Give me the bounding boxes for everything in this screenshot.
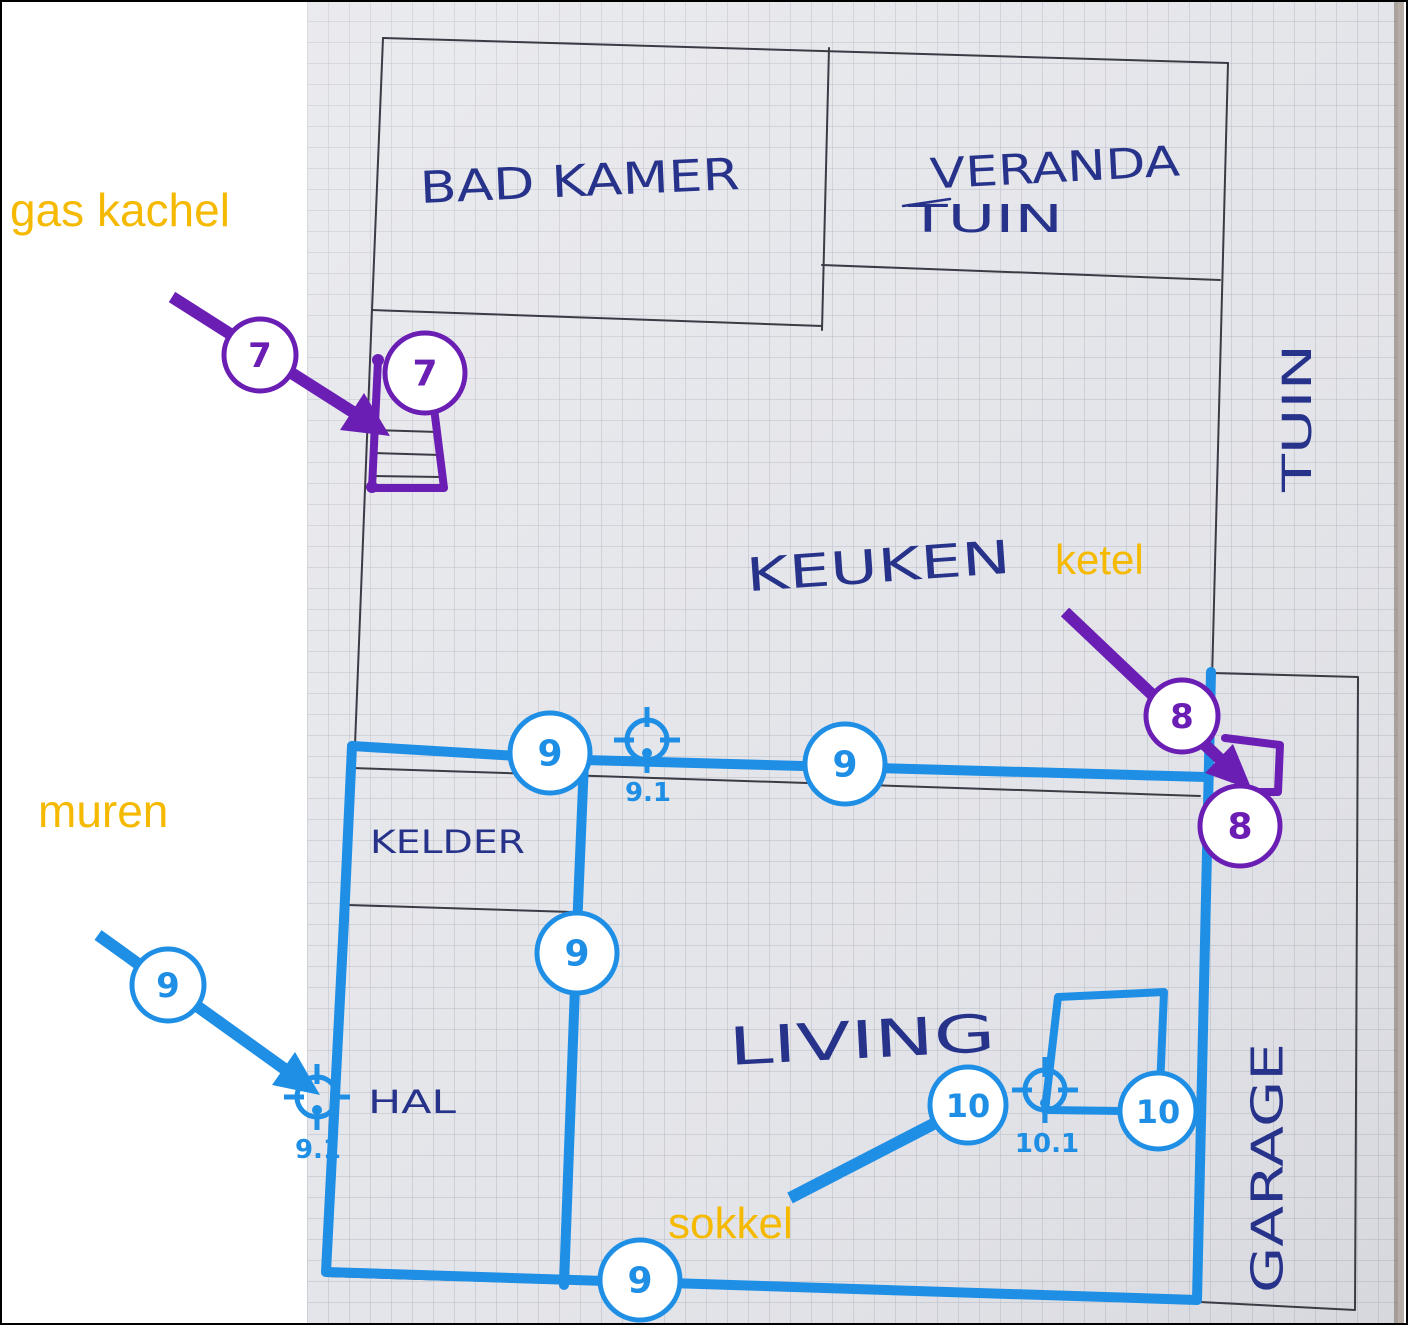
sokkel-outline xyxy=(1041,988,1168,1115)
marker-9: 9 xyxy=(597,1237,683,1323)
marker-9: 9 xyxy=(129,946,207,1024)
marker-8: 8 xyxy=(1143,677,1221,755)
annotation-sokkel: sokkel xyxy=(668,1199,793,1248)
graph-paper xyxy=(307,0,1404,1325)
crosshair-icon xyxy=(284,1064,350,1130)
marker-7: 7 xyxy=(382,330,468,416)
wall-left xyxy=(321,741,357,1277)
marker-label: 9 xyxy=(156,966,180,1006)
crosshair-icon xyxy=(614,707,680,773)
line-sokkel xyxy=(787,1112,948,1204)
crosshair-label: 9.1 xyxy=(625,778,671,808)
marker-label: 9 xyxy=(832,745,857,786)
room-label-kelder: KELDER xyxy=(370,823,525,861)
annotation-muren: muren xyxy=(38,785,168,837)
marker-10: 10 xyxy=(1117,1070,1199,1152)
marker-9: 9 xyxy=(534,910,620,996)
room-label-veranda-tuin: TUIN xyxy=(906,197,1063,241)
strike-mark xyxy=(901,197,952,208)
marker-7: 7 xyxy=(221,316,299,394)
room-labels: BAD KAMER VERANDA TUIN KEUKEN KELDER LIV… xyxy=(368,136,1321,1293)
marker-label: 8 xyxy=(1227,807,1252,848)
marker-label: 10 xyxy=(1136,1093,1181,1131)
marker-label: 7 xyxy=(248,336,272,376)
crosshair-label: 10.1 xyxy=(1015,1129,1079,1159)
room-label-living: LIVING xyxy=(727,1004,997,1078)
marker-label: 8 xyxy=(1170,697,1194,737)
annotations: gas kachel ketel muren sokkel xyxy=(10,184,1144,1248)
wall-bottom xyxy=(321,1267,1202,1305)
marker-label: 9 xyxy=(627,1261,652,1302)
annotation-ketel: ketel xyxy=(1055,536,1144,583)
crosshair-icon xyxy=(1012,1057,1078,1123)
marker-8: 8 xyxy=(1197,783,1283,869)
wall-internal xyxy=(559,757,589,1290)
room-label-tuin: TUIN xyxy=(1275,344,1321,494)
crosshair-label: 9.1 xyxy=(295,1135,341,1165)
marker-label: 9 xyxy=(564,934,589,975)
marker-10: 10 xyxy=(927,1064,1009,1146)
paper-edge xyxy=(1394,0,1404,1325)
marker-label: 9 xyxy=(537,734,562,775)
marker-9: 9 xyxy=(802,721,888,807)
room-label-garage: GARAGE xyxy=(1243,1043,1294,1293)
wall-right xyxy=(1192,667,1216,1305)
marker-9: 9 xyxy=(507,710,593,796)
annotation-gas-kachel: gas kachel xyxy=(10,184,230,236)
marker-label: 10 xyxy=(946,1087,991,1125)
room-label-hal: HAL xyxy=(368,1083,456,1121)
marker-label: 7 xyxy=(412,354,437,395)
